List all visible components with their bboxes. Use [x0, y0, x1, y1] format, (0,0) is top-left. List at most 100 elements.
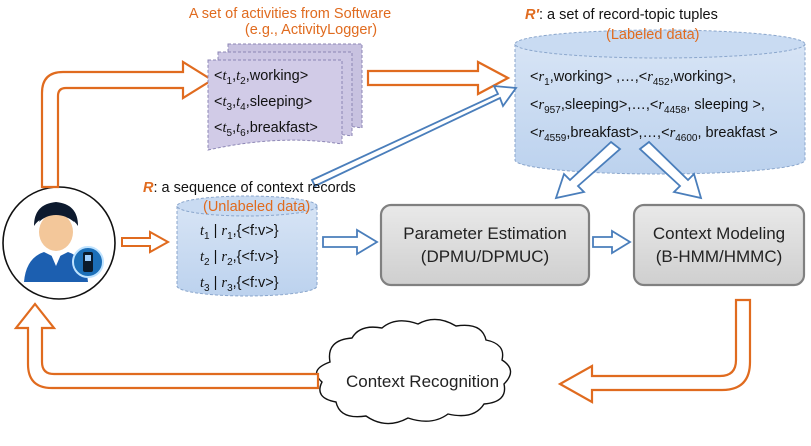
software-title: A set of activities from Software (e.g.,… — [188, 6, 392, 38]
entry-start-var: t — [222, 68, 227, 84]
record-time-index: 3 — [204, 282, 210, 294]
tuple-topic: working — [673, 69, 724, 85]
tuple-record-var: r — [669, 124, 676, 141]
entry-label: sleeping — [249, 93, 304, 110]
record-features: {<f:v>} — [236, 223, 279, 239]
entry-start-index: 5 — [226, 127, 233, 139]
tuple-record-var: r — [538, 124, 545, 141]
tuple-topic: sleeping — [690, 96, 753, 113]
arrow-model-to-recognition — [557, 298, 752, 404]
tuple-record-index: 4458 — [664, 104, 687, 116]
unlabeled-title-text: : a sequence of context records — [153, 180, 356, 196]
tuple-separator: ,…, — [627, 96, 650, 113]
entry-start-var: t — [222, 93, 227, 110]
arrow-user-to-software — [40, 60, 215, 189]
tuple-separator: ,…, — [612, 69, 639, 85]
entry-end-var: t — [236, 93, 241, 110]
entry-label: breakfast — [249, 119, 310, 136]
tuple-separator: , — [760, 96, 765, 113]
entry-start-var: t — [222, 119, 227, 136]
software-entry: <t1,t2,working> — [214, 68, 309, 87]
labeled-subtitle: (Labeled data) — [606, 27, 700, 43]
tuple-topic: sleeping — [564, 96, 619, 113]
param-line1: Parameter Estimation — [403, 224, 567, 243]
tuple-topic: breakfast — [701, 124, 770, 141]
entry-end-var: t — [236, 119, 241, 136]
labeled-title: R′: a set of record-topic tuples — [525, 7, 718, 23]
arrow-user-to-unlabeled — [121, 230, 171, 254]
labeled-rows: <r1,working> ,…,<r452,working>,<r957,sle… — [530, 66, 778, 150]
tuple-record-var: r — [658, 96, 665, 113]
arrow-param-to-model — [592, 229, 632, 255]
user-node — [2, 186, 116, 300]
tuple-separator: , — [732, 69, 737, 85]
entry-start-index: 1 — [226, 75, 233, 87]
entry-end-index: 4 — [240, 101, 246, 113]
tuple-record-index: 1 — [544, 76, 550, 88]
record-index: 1 — [227, 230, 233, 242]
software-entries: <t1,t2,working> <t3,t4,sleeping> <t5,t6,br… — [214, 66, 318, 144]
unlabeled-row: t3 | r3,{<f:v>} — [200, 274, 279, 294]
tuple-record-index: 957 — [544, 104, 561, 116]
record-index: 2 — [227, 256, 233, 268]
arrow-labeled-to-param — [554, 140, 622, 200]
unlabeled-symbol: R — [143, 180, 154, 196]
arrow-software-to-labeled — [366, 60, 511, 96]
activity-documents — [207, 43, 363, 151]
tuple-record-var: r — [647, 69, 653, 85]
entry-end-index: 6 — [240, 127, 246, 139]
recognition-label: Context Recognition — [346, 372, 500, 391]
labeled-row: <r1,working> ,…,<r452,working>, — [530, 69, 737, 88]
arrow-unlabeled-to-labeled — [310, 84, 518, 188]
record-var: r — [221, 223, 228, 239]
record-features: {<f:v>} — [236, 248, 279, 265]
record-var: r — [221, 274, 228, 291]
arrow-unlabeled-to-param — [322, 228, 379, 256]
unlabeled-data-cylinder — [176, 195, 318, 297]
tuple-record-var: r — [538, 69, 545, 85]
software-entry: <t5,t6,breakfast> — [214, 119, 318, 139]
unlabeled-title: R: a sequence of context records — [143, 180, 356, 196]
unlabeled-row: t1 | r1,{<f:v>} — [200, 223, 279, 242]
tuple-record-index: 452 — [652, 76, 670, 88]
entry-label: working — [249, 68, 300, 84]
tuple-record-var: r — [538, 96, 545, 113]
arrow-labeled-to-model — [638, 140, 703, 200]
tuple-record-index: 4600 — [675, 132, 698, 144]
model-line2: (B-HMM/HMMC) — [655, 247, 783, 266]
record-index: 3 — [227, 282, 233, 294]
entry-end-index: 2 — [240, 75, 246, 87]
labeled-row: <r957,sleeping>,…,<r4458, sleeping >, — [530, 96, 765, 116]
entry-end-var: t — [236, 68, 241, 84]
parameter-estimation-box — [379, 203, 591, 287]
labeled-data-cylinder — [514, 29, 806, 175]
tuple-topic: working — [553, 69, 604, 85]
record-time-index: 2 — [204, 256, 210, 268]
record-time-var: t — [200, 223, 205, 239]
unlabeled-rows: t1 | r1,{<f:v>} t2 | r2,{<f:v>} t3 | r3,{<… — [200, 221, 279, 299]
record-var: r — [221, 248, 228, 265]
model-label: Context Modeling (B-HMM/HMMC) — [634, 222, 804, 268]
labeled-title-text: : a set of record-topic tuples — [538, 7, 718, 23]
software-entry: <t3,t4,sleeping> — [214, 93, 313, 113]
tuple-record-index: 4559 — [544, 132, 567, 144]
param-label: Parameter Estimation (DPMU/DPMUC) — [381, 222, 589, 268]
unlabeled-row: t2 | r2,{<f:v>} — [200, 248, 279, 268]
user-with-phone-icon — [24, 202, 104, 282]
entry-start-index: 3 — [226, 101, 233, 113]
context-recognition-cloud — [315, 318, 512, 425]
record-time-index: 1 — [204, 230, 210, 242]
tuple-separator: ,…, — [638, 124, 662, 141]
record-time-var: t — [200, 274, 205, 291]
arrow-recognition-to-user — [13, 302, 320, 390]
record-features: {<f:v>} — [236, 274, 279, 291]
model-line1: Context Modeling — [652, 224, 786, 243]
param-line2: (DPMU/DPMUC) — [420, 247, 550, 266]
labeled-row: <r4559,breakfast>,…,<r4600, breakfast > — [530, 124, 778, 144]
context-modeling-box — [632, 203, 806, 287]
labeled-symbol: R′ — [525, 7, 539, 23]
unlabeled-subtitle: (Unlabeled data) — [203, 199, 311, 215]
tuple-topic: breakfast — [570, 124, 631, 141]
record-time-var: t — [200, 248, 205, 265]
